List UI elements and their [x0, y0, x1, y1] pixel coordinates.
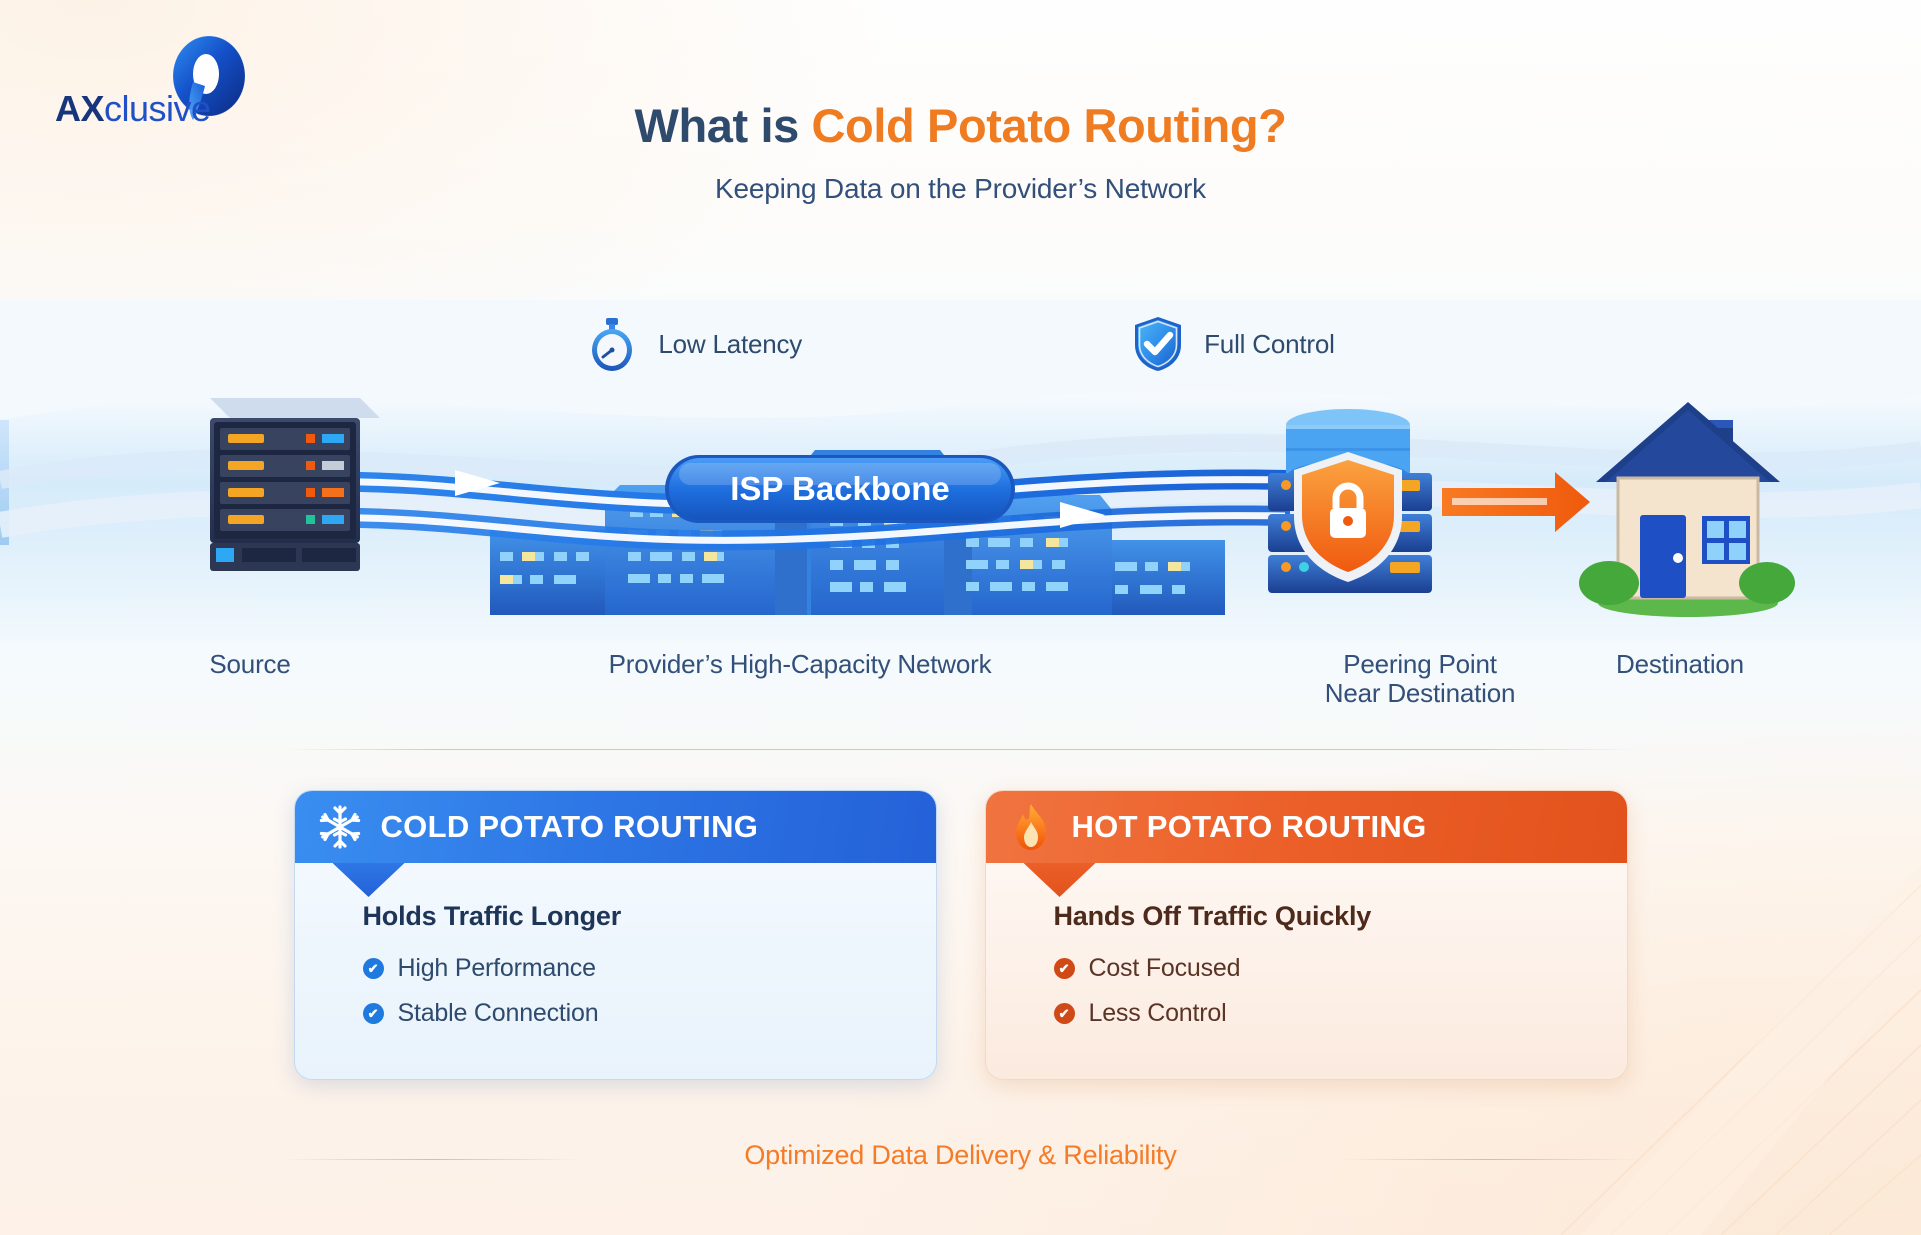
caption-peering-point: Peering Point Near Destination: [1250, 649, 1590, 709]
list-item: ✔ High Performance: [362, 954, 936, 983]
feature-badge-row: Low Latency Full Control: [0, 315, 1921, 373]
caption-peering-line1: Peering Point: [1343, 649, 1497, 679]
routing-diagram: ISP Backbone: [0, 390, 1921, 650]
background-diagonal-lines: [1281, 805, 1921, 1235]
list-item-label: High Performance: [397, 954, 596, 982]
caption-destination: Destination: [1616, 649, 1744, 679]
card-cold-header: COLD POTATO ROUTING: [294, 791, 936, 863]
isp-backbone-pill: ISP Backbone: [665, 455, 1015, 523]
page-title: What is Cold Potato Routing?: [0, 98, 1921, 153]
list-item: ✔ Less Control: [1053, 999, 1627, 1028]
section-divider-top: [282, 749, 1637, 750]
isp-backbone-label: ISP Backbone: [730, 470, 949, 507]
page-title-highlight: Cold Potato Routing?: [811, 99, 1287, 152]
footer: Optimized Data Delivery & Reliability: [0, 1140, 1921, 1180]
peering-server-lock-icon: [1268, 409, 1432, 593]
footer-tagline: Optimized Data Delivery & Reliability: [744, 1140, 1177, 1170]
brand-logo[interactable]: AXclusive: [55, 32, 255, 142]
caption-provider-network: Provider’s High-Capacity Network: [608, 649, 992, 679]
destination-arrow-icon: [1442, 472, 1590, 532]
page-title-prefix: What is: [634, 99, 812, 152]
brand-wordmark: AXclusive: [55, 88, 211, 130]
footer-divider-right: [1339, 1159, 1639, 1160]
comparison-cards: COLD POTATO ROUTING Holds Traffic Longer…: [0, 790, 1921, 1080]
card-hot-title: HOT POTATO ROUTING: [1071, 809, 1427, 844]
caption-source: Source: [209, 649, 291, 679]
card-cold-potato-routing[interactable]: COLD POTATO ROUTING Holds Traffic Longer…: [293, 790, 937, 1080]
routing-diagram-svg: ISP Backbone: [210, 398, 1795, 617]
brand-name-light: clusive: [104, 88, 211, 129]
footer-divider-left: [282, 1159, 582, 1160]
list-item: ✔ Cost Focused: [1053, 954, 1627, 983]
badge-full-control: Full Control: [1132, 315, 1335, 373]
check-icon: ✔: [362, 1003, 384, 1024]
list-item-label: Less Control: [1088, 999, 1227, 1027]
card-hot-subtitle: Hands Off Traffic Quickly: [1053, 901, 1372, 931]
check-icon: ✔: [1053, 958, 1075, 979]
card-cold-title: COLD POTATO ROUTING: [380, 809, 759, 844]
flame-icon: [1015, 804, 1046, 850]
snowflake-icon: [319, 805, 360, 849]
card-hot-header: HOT POTATO ROUTING: [985, 791, 1627, 863]
shield-check-icon: [1135, 317, 1182, 371]
check-icon: ✔: [362, 958, 384, 979]
check-icon: ✔: [1053, 1003, 1075, 1024]
diagram-captions: Source Provider’s High-Capacity Network …: [0, 649, 1921, 760]
card-hot-potato-routing[interactable]: HOT POTATO ROUTING Hands Off Traffic Qui…: [984, 790, 1628, 1080]
list-item-label: Cost Focused: [1088, 954, 1241, 982]
badge-low-latency: Low Latency: [586, 315, 802, 373]
badge-label: Low Latency: [658, 328, 803, 359]
card-cold-bullet-list: ✔ High Performance ✔ Stable Connection: [362, 954, 936, 1028]
list-item: ✔ Stable Connection: [362, 999, 936, 1028]
card-hot-bullet-list: ✔ Cost Focused ✔ Less Control: [1053, 954, 1627, 1028]
stopwatch-icon: [592, 318, 633, 371]
card-hot-body: Hands Off Traffic Quickly ✔ Cost Focused…: [986, 863, 1627, 1028]
card-cold-body: Holds Traffic Longer ✔ High Performance …: [295, 863, 936, 1028]
house-icon: [1579, 402, 1795, 617]
badge-label: Full Control: [1204, 328, 1335, 359]
page-subtitle: Keeping Data on the Provider’s Network: [715, 173, 1206, 204]
server-rack-icon: [210, 398, 380, 571]
caption-peering-line2: Near Destination: [1324, 678, 1516, 709]
brand-name-bold: AX: [55, 88, 105, 129]
axclusive-ring-logo-icon: [172, 35, 246, 120]
list-item-label: Stable Connection: [397, 999, 599, 1027]
card-cold-subtitle: Holds Traffic Longer: [362, 901, 622, 931]
